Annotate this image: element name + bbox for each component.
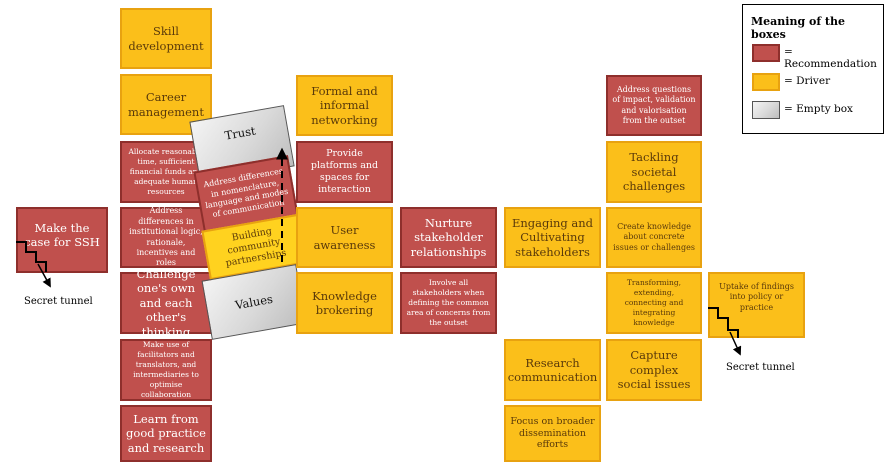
legend-driver-label: = Driver (784, 75, 831, 87)
legend-empty-label: = Empty box (784, 103, 853, 115)
box-uptake-findings: Uptake of findings into policy or practi… (708, 272, 805, 338)
box-user-awareness: User awareness (296, 207, 393, 268)
box-research-communication: Research communication (504, 339, 601, 401)
box-engaging-stakeholders: Engaging and Cultivating stakeholders (504, 207, 601, 268)
box-challenge-thinking: Challenge one's own and each other's thi… (120, 267, 212, 339)
box-make-case-ssh: Make the case for SSH (16, 207, 108, 273)
legend-title: Meaning of the boxes (751, 15, 845, 41)
box-tackling-challenges: Tackling societal challenges (606, 141, 702, 203)
box-knowledge-brokering: Knowledge brokering (296, 272, 393, 334)
legend-recommendation-swatch (752, 44, 780, 62)
box-capture-complex-issues: Capture complex social issues (606, 339, 702, 401)
box-create-knowledge: Create knowledge about concrete issues o… (606, 207, 702, 268)
left-tunnel-arrow-icon (37, 263, 51, 288)
right-tunnel-arrow-icon (729, 331, 742, 356)
right-tunnel-stair-icon (708, 307, 739, 338)
box-formal-informal-networking: Formal and informal networking (296, 75, 393, 136)
box-involve-stakeholders: Involve all stakeholders when defining t… (400, 272, 497, 334)
box-address-impact-questions: Address questions of impact, validation … (606, 75, 702, 136)
legend-empty-swatch (752, 101, 780, 119)
legend-recommendation-label: = Recommendation (784, 46, 877, 70)
legend-driver-swatch (752, 73, 780, 91)
box-facilitators: Make use of facilitators and translators… (120, 339, 212, 401)
box-skill-development: Skill development (120, 8, 212, 69)
box-learn-good-practice: Learn from good practice and research (120, 405, 212, 462)
secret-tunnel-label-left: Secret tunnel (24, 296, 93, 307)
legend: Meaning of the boxes = Recommendation = … (742, 4, 884, 134)
box-broader-dissemination: Focus on broader dissemination efforts (504, 405, 601, 462)
box-nurture-relationships: Nurture stakeholder relationships (400, 207, 497, 268)
left-tunnel-stair-icon (16, 241, 47, 272)
box-provide-platforms: Provide platforms and spaces for interac… (296, 141, 393, 203)
box-transforming-knowledge: Transforming, extending, connecting and … (606, 272, 702, 334)
secret-tunnel-label-right: Secret tunnel (726, 362, 795, 373)
